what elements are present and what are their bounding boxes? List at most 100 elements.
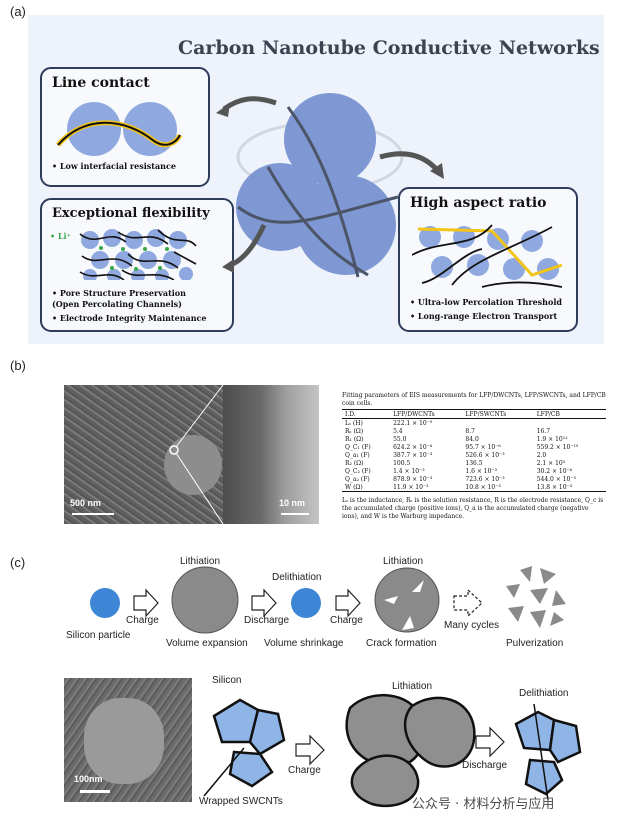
table-row: Q_C₂ (F) 1.4 × 10⁻³ 1.6 × 10⁻³ 30.2 × 10⁻⁶	[342, 467, 606, 475]
silicon-particle	[90, 588, 120, 618]
label-bottom-lithiation: Lithiation	[392, 681, 433, 692]
sem-bottom-scale-line	[80, 790, 110, 793]
flexibility-bullet-3: • Electrode Integrity Maintenance	[52, 313, 207, 323]
sem-particle	[164, 435, 222, 495]
cell: 1.4 × 10⁻³	[393, 467, 425, 475]
cell: 16.7	[536, 427, 551, 435]
sem-scale-bar-line	[72, 513, 114, 515]
cell: W (Ω)	[345, 483, 363, 491]
label-lithiation-1: Lithiation	[180, 556, 221, 567]
cell: 222.1 × 10⁻⁹	[393, 419, 433, 427]
table-row: Rₛ (Ω) 5.4 8.7 16.7	[342, 427, 606, 435]
label-silicon: Silicon	[212, 675, 242, 686]
cell: 2.0	[536, 451, 547, 459]
label-bottom-charge: Charge	[288, 765, 321, 776]
label-bottom-delithiation: Delithiation	[519, 688, 569, 699]
line-contact-illustration	[56, 102, 183, 156]
aspect-ratio-illustration	[412, 224, 562, 288]
cell: 5.4	[393, 427, 403, 435]
flexibility-bullet-2: (Open Percolating Channels)	[52, 299, 182, 309]
cell: R₂ (Ω)	[345, 459, 364, 467]
cnt-black	[57, 121, 181, 146]
sem-scale-bar-label: 500 nm	[70, 498, 102, 508]
cell: 13.8 × 10⁻³	[536, 483, 573, 491]
label-silicon-particle: Silicon particle	[66, 630, 131, 641]
li-ion-label: • Li⁺	[50, 231, 71, 241]
label-delithiation-1: Delithiation	[272, 572, 322, 583]
center-sphere-right	[296, 175, 396, 275]
sem-bottom-scale-label: 100nm	[74, 774, 103, 784]
col-swcnts: LFP/SWCNTs	[465, 410, 507, 418]
cell: Q_a₁ (F)	[345, 451, 370, 459]
label-charge-2: Charge	[330, 615, 363, 626]
cell: Q_C₁ (F)	[345, 443, 371, 451]
col-id: I.D.	[345, 410, 356, 418]
label-volume-expansion: Volume expansion	[166, 638, 248, 649]
cell: 723.6 × 10⁻³	[465, 475, 505, 483]
flexibility-bullet-1: • Pore Structure Preservation	[52, 288, 186, 298]
cell: 2.1 × 10³	[536, 459, 566, 467]
cell: 1.9 × 10¹²	[536, 435, 568, 443]
panel-c-bottom-illustration	[203, 694, 582, 808]
table-row: R₂ (Ω) 100.5 136.5 2.1 × 10³	[342, 459, 606, 467]
cell: 11.9 × 10⁻³	[393, 483, 429, 491]
line-contact-bullet: • Low interfacial resistance	[52, 161, 176, 171]
col-dwcnts: LFP/DWCNTs	[393, 410, 435, 418]
center-sphere-top	[284, 93, 376, 185]
cell: 878.9 × 10⁻³	[393, 475, 433, 483]
label-bottom-discharge: Discharge	[462, 760, 508, 771]
label-discharge: Discharge	[244, 615, 290, 626]
center-spheres-illustration	[236, 93, 404, 278]
line-contact-heading: Line contact	[52, 75, 150, 91]
cell: 95.7 × 10⁻⁶	[465, 443, 501, 451]
table-row: Q_a₁ (F) 387.7 × 10⁻³ 526.6 × 10⁻³ 2.0	[342, 451, 606, 459]
flexibility-illustration	[79, 229, 197, 280]
cell: Lₛ (H)	[345, 419, 363, 427]
shrunk-particle	[291, 588, 321, 618]
line-contact-box: Line contact • Low interfacial resistanc…	[40, 67, 210, 187]
cell: 8.7	[465, 427, 475, 435]
expanded-particle	[171, 566, 239, 634]
sem-image-left: 500 nm	[64, 385, 223, 524]
cell: 559.2 × 10⁻¹⁵	[536, 443, 579, 451]
eis-table-caption: Lₛ is the inductance, Rₛ is the solution…	[342, 497, 604, 520]
flexibility-box: Exceptional flexibility • Li⁺ • Pore Str…	[40, 198, 234, 332]
aspect-ratio-heading: High aspect ratio	[410, 195, 547, 211]
panel-c-label: (c)	[10, 555, 26, 570]
cell: R₁ (Ω)	[345, 435, 364, 443]
label-volume-shrinkage: Volume shrinkage	[264, 638, 344, 649]
pulverized-particle	[506, 566, 566, 628]
tem-scale-bar-label: 10 nm	[279, 498, 306, 508]
cell: 387.7 × 10⁻³	[393, 451, 433, 459]
cell	[534, 419, 606, 428]
col-cb: LFP/CB	[536, 410, 560, 418]
label-many-cycles: Many cycles	[444, 620, 500, 631]
cell: 30.2 × 10⁻⁶	[536, 467, 573, 475]
label-wrapped-swcnts: Wrapped SWCNTs	[199, 796, 283, 807]
cell: 84.0	[465, 435, 479, 443]
table-row: Lₛ (H) 222.1 × 10⁻⁹	[342, 419, 606, 428]
cell: 10.8 × 10⁻³	[465, 483, 501, 491]
panel-a: Carbon Nanotube Conductive Networks Line…	[28, 15, 604, 344]
cell: 136.5	[465, 459, 483, 467]
label-crack-formation: Crack formation	[366, 638, 437, 649]
label-charge-1: Charge	[126, 615, 159, 626]
panel-c-top-illustration	[90, 566, 566, 634]
cell	[462, 419, 533, 428]
sphere-left	[67, 102, 121, 156]
watermark: 公众号 · 材料分析与应用	[412, 797, 555, 812]
cell: 526.6 × 10⁻³	[465, 451, 505, 459]
cell: Rₛ (Ω)	[345, 427, 364, 435]
cracked-particle	[374, 567, 440, 633]
eis-table-title: Fitting parameters of EIS measurements f…	[342, 392, 606, 407]
eis-table-wrap: I.D. LFP/DWCNTs LFP/SWCNTs LFP/CB Lₛ (H)…	[342, 409, 606, 492]
eis-table-header: I.D. LFP/DWCNTs LFP/SWCNTs LFP/CB	[342, 410, 606, 419]
flexibility-heading: Exceptional flexibility	[52, 206, 210, 221]
cell: 1.6 × 10⁻³	[465, 467, 497, 475]
aspect-ratio-bullet-2: • Long-range Electron Transport	[410, 311, 558, 321]
aspect-ratio-box: High aspect ratio • Ultra-low Percolatio…	[398, 187, 578, 332]
cell: 100.5	[393, 459, 411, 467]
cell: Q_C₂ (F)	[345, 467, 371, 475]
